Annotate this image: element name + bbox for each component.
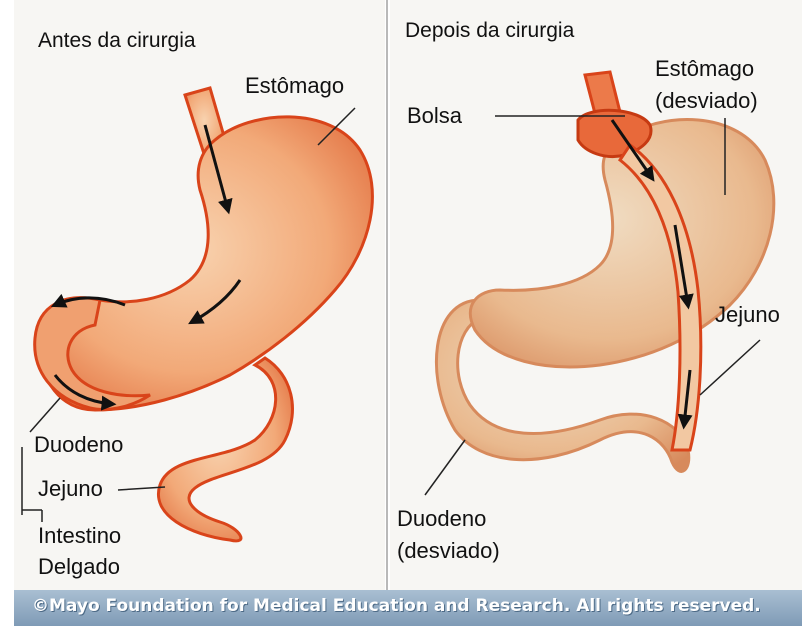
- label-estomago-after-sub: (desviado): [655, 88, 758, 114]
- before-leader-duodeno: [30, 398, 60, 432]
- label-duodeno-before: Duodeno: [34, 432, 123, 458]
- before-title: Antes da cirurgia: [38, 28, 196, 54]
- label-delgado: Delgado: [38, 554, 120, 580]
- label-estomago-after: Estômago: [655, 56, 754, 82]
- after-pouch: [578, 110, 651, 156]
- label-jejuno-before: Jejuno: [38, 476, 103, 502]
- after-title: Depois da cirurgia: [405, 18, 574, 44]
- label-duodeno-after: Duodeno: [397, 506, 486, 532]
- label-estomago-before: Estômago: [245, 73, 344, 99]
- after-stomach-group: [425, 72, 774, 495]
- label-jejuno-after: Jejuno: [715, 302, 780, 328]
- label-duodeno-after-sub: (desviado): [397, 538, 500, 564]
- copyright-text: ©Mayo Foundation for Medical Education a…: [32, 596, 761, 616]
- after-leader-duodeno: [425, 440, 465, 495]
- copyright-bar: ©Mayo Foundation for Medical Education a…: [14, 590, 802, 626]
- after-leader-jejuno: [700, 340, 760, 395]
- label-bolsa: Bolsa: [407, 103, 462, 129]
- before-stomach-group: [22, 88, 372, 541]
- before-stomach: [40, 117, 372, 410]
- label-intestino: Intestino: [38, 523, 121, 549]
